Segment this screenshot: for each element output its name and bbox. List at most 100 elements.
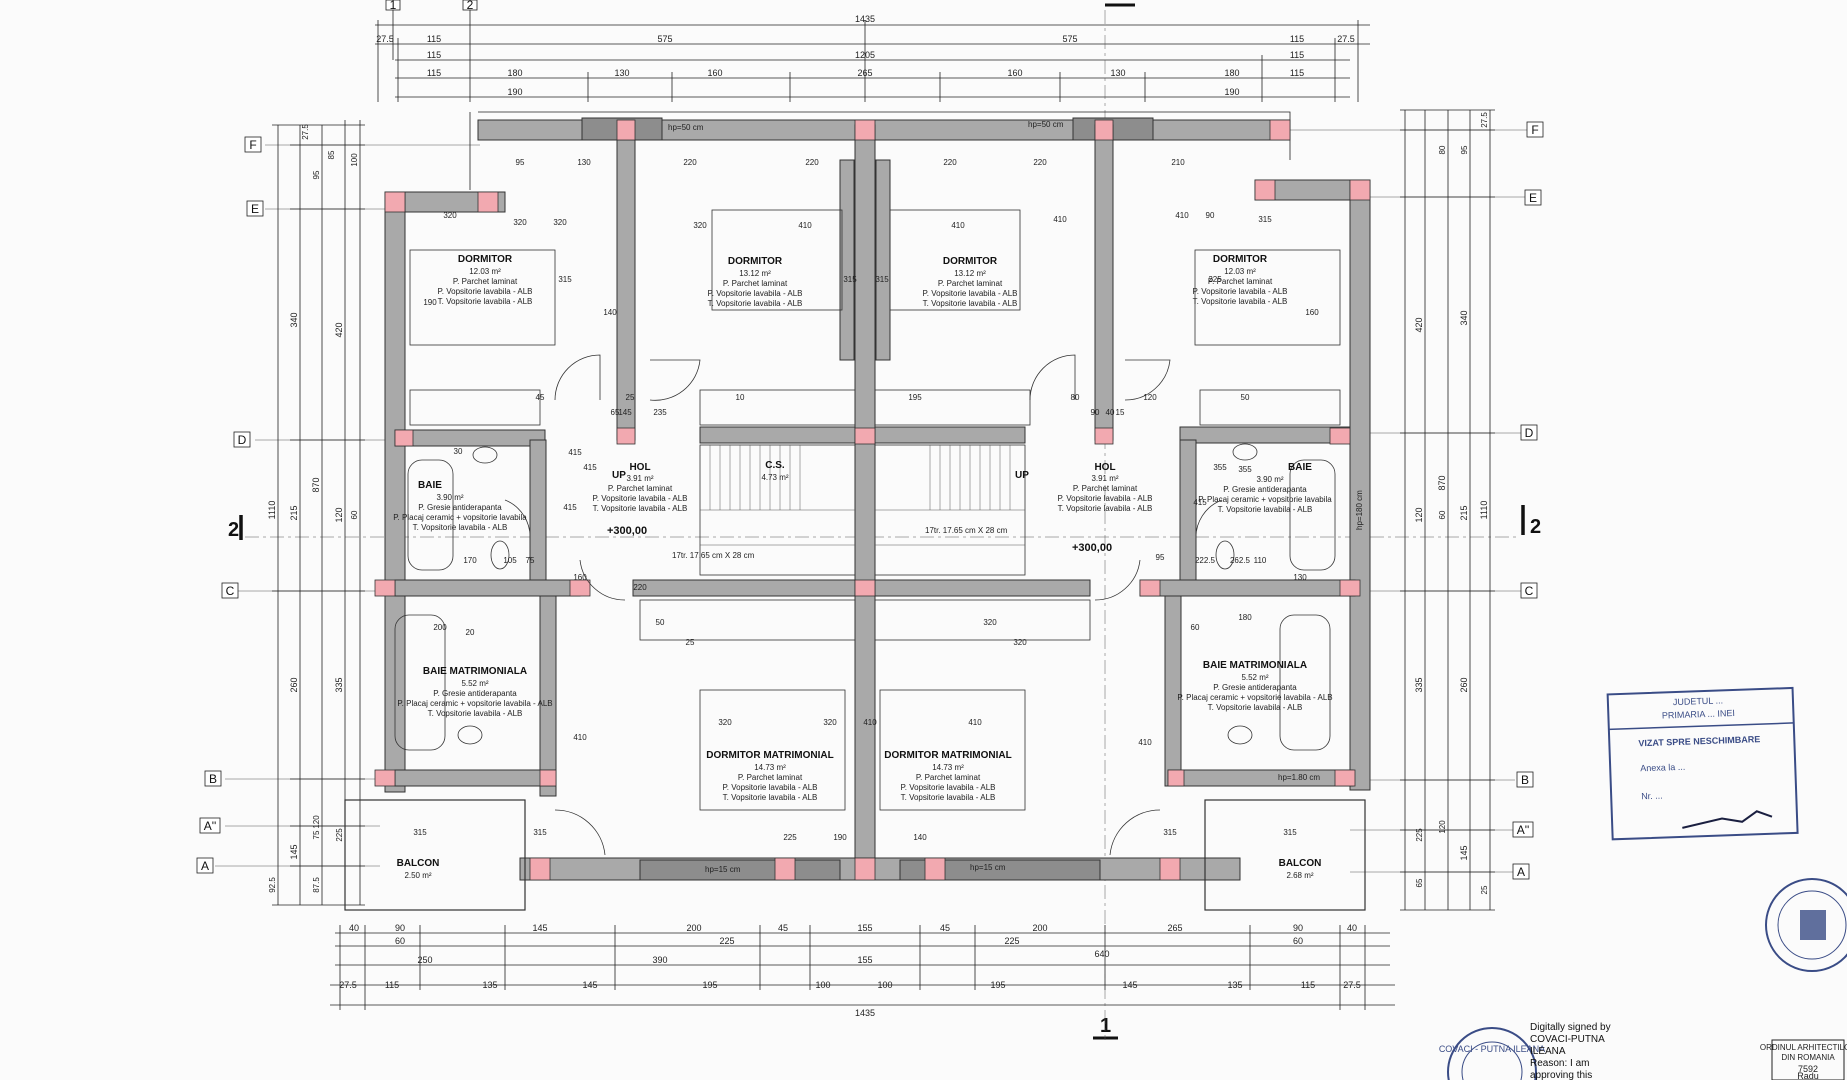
svg-text:T. Vopsitorie lavabila - ALB: T. Vopsitorie lavabila - ALB <box>1218 505 1313 514</box>
section-mark-bottom: 1 <box>1100 1015 1111 1037</box>
interior-dimension-label: 110 <box>1254 556 1267 565</box>
interior-dimension-label: 410 <box>798 221 812 230</box>
svg-text:P. Vopsitorie lavabila - ALB: P. Vopsitorie lavabila - ALB <box>1057 494 1152 503</box>
dim-left-420: 420 <box>334 322 344 337</box>
interior-dimension-label: 320 <box>1013 638 1027 647</box>
room-balcon-right: BALCON 2.68 m² <box>1279 858 1322 880</box>
svg-text:12.03 m²: 12.03 m² <box>469 267 501 276</box>
dim-left-225: 225 <box>335 828 344 842</box>
columns <box>374 119 1371 881</box>
interior-dimension-label: 195 <box>908 393 922 402</box>
dim-right-215: 215 <box>1459 505 1469 520</box>
room-dormitor-matrimonial-right: DORMITOR MATRIMONIAL 14.73 m² P. Parchet… <box>884 750 1011 802</box>
company-round-seal-icon: COVACI - PUTNA ILEANA <box>1439 1027 1545 1080</box>
dim-right-420: 420 <box>1414 317 1424 332</box>
interior-dimension-label: 25 <box>686 638 695 647</box>
dim-bot-r4-9: 145 <box>1122 980 1137 990</box>
interior-dimension-label: 220 <box>633 583 647 592</box>
interior-dimension-label: 315 <box>413 828 427 837</box>
staircase-left <box>699 444 856 576</box>
dim-top-r1-2: 115 <box>427 34 441 44</box>
dim-left-145: 145 <box>289 844 299 859</box>
dim-right-25: 25 <box>1480 885 1489 894</box>
primarie-stamp: JUDETUL ... PRIMARIA ... INEI VIZAT SPRE… <box>1606 686 1799 841</box>
interior-dimension-label: 410 <box>1053 215 1067 224</box>
interior-dimension-label: 30 <box>454 447 463 456</box>
section-mark-right: 2 <box>1530 516 1541 538</box>
interior-dimension-label: 220 <box>1033 158 1047 167</box>
interior-dimension-label: 315 <box>1283 828 1297 837</box>
room-baie-matrimoniala-left: BAIE MATRIMONIALA 5.52 m² P. Gresie anti… <box>397 666 552 718</box>
dim-bot-r1-3: 145 <box>532 923 547 933</box>
room-dormitor-4: DORMITOR 12.03 m² P. Parchet laminat P. … <box>1192 254 1287 306</box>
interior-dimension-label: 65 <box>611 408 620 417</box>
dim-bot-r2-4: 60 <box>1293 936 1303 946</box>
interior-dimension-label: 355 <box>1238 465 1252 474</box>
axis-right-B: B <box>1521 773 1529 787</box>
dim-right-120b: 120 <box>1438 820 1447 834</box>
svg-text:DORMITOR: DORMITOR <box>943 256 998 267</box>
interior-dimension-label: 95 <box>516 158 525 167</box>
dim-right-27.5: 27.5 <box>1480 112 1489 128</box>
interior-dimension-label: 220 <box>683 158 697 167</box>
room-baie-matrimoniala-right: BAIE MATRIMONIALA 5.52 m² P. Gresie anti… <box>1177 660 1332 712</box>
svg-text:T. Vopsitorie lavabila - ALB: T. Vopsitorie lavabila - ALB <box>1058 504 1153 513</box>
interior-dimension-label: 145 <box>618 408 632 417</box>
interior-dimension-label: 130 <box>1293 573 1307 582</box>
interior-dimension-label: 355 <box>1213 463 1227 472</box>
interior-dimension-label: 10 <box>736 393 745 402</box>
axis-left-D: D <box>238 433 247 447</box>
dim-left-120: 120 <box>334 507 344 522</box>
room-dormitor-matrimonial-left: DORMITOR MATRIMONIAL 14.73 m² P. Parchet… <box>706 750 833 802</box>
dim-left-870: 870 <box>311 477 321 492</box>
stair-spec-right: 17tr. 17.65 cm X 28 cm <box>925 526 1008 535</box>
svg-text:BAIE MATRIMONIALA: BAIE MATRIMONIALA <box>423 666 527 677</box>
dim-bot-r1-8: 200 <box>1032 923 1047 933</box>
interior-dimension-label: 60 <box>1191 623 1200 632</box>
window-height-bath-right-2: hp=1.80 cm <box>1278 773 1320 782</box>
interior-dimension-label: 315 <box>1258 215 1272 224</box>
axis-right-F: F <box>1531 123 1538 137</box>
interior-dimension-label: 415 <box>568 448 582 457</box>
dim-top-r3-4: 160 <box>707 68 722 78</box>
svg-text:COVACI-PUTNA: COVACI-PUTNA <box>1530 1034 1605 1045</box>
dim-bot-r4-11: 115 <box>1301 980 1315 990</box>
svg-text:P. Vopsitorie lavabila - ALB: P. Vopsitorie lavabila - ALB <box>437 287 532 296</box>
svg-text:5.52 m²: 5.52 m² <box>1241 673 1268 682</box>
interior-dimension-label: 320 <box>443 211 457 220</box>
interior-dimension-label: 180 <box>1238 613 1252 622</box>
interior-dimension-label: 225 <box>783 833 797 842</box>
svg-text:T. Vopsitorie lavabila - ALB: T. Vopsitorie lavabila - ALB <box>413 523 508 532</box>
svg-text:DIN ROMANIA: DIN ROMANIA <box>1781 1053 1835 1062</box>
dim-bot-r2-2: 225 <box>719 936 734 946</box>
svg-text:VIZAT SPRE NESCHIMBARE: VIZAT SPRE NESCHIMBARE <box>1638 734 1760 748</box>
dim-top-r1-4: 575 <box>1062 34 1077 44</box>
svg-text:P. Vopsitorie lavabila - ALB: P. Vopsitorie lavabila - ALB <box>707 289 802 298</box>
interior-dimension-label: 320 <box>983 618 997 627</box>
svg-text:2.68 m²: 2.68 m² <box>1286 871 1313 880</box>
room-cs: C.S. 4.73 m² <box>761 460 788 482</box>
dim-right-145: 145 <box>1459 845 1469 860</box>
round-seal-icon <box>1765 878 1847 972</box>
interior-dimension-label: 410 <box>1138 738 1152 747</box>
svg-text:T. Vopsitorie lavabila - ALB: T. Vopsitorie lavabila - ALB <box>438 297 533 306</box>
axis-right-A2: A'' <box>1517 823 1530 837</box>
interior-dimension-label: 315 <box>875 275 889 284</box>
svg-text:14.73 m²: 14.73 m² <box>932 763 964 772</box>
dim-top-r1-3: 575 <box>657 34 672 44</box>
dim-bot-r4-5: 195 <box>702 980 717 990</box>
dim-right-225: 225 <box>1415 828 1424 842</box>
interior-dimension-label: 75 <box>526 556 535 565</box>
svg-text:P. Vopsitorie lavabila - ALB: P. Vopsitorie lavabila - ALB <box>900 783 995 792</box>
interior-dimension-label: 315 <box>533 828 547 837</box>
dim-bot-r1-4: 200 <box>686 923 701 933</box>
dim-bot-r4-8: 195 <box>990 980 1005 990</box>
dim-left-340: 340 <box>289 312 299 327</box>
dim-left-100: 100 <box>350 153 359 167</box>
axis-left-A2: A'' <box>204 819 217 833</box>
svg-text:DORMITOR MATRIMONIAL: DORMITOR MATRIMONIAL <box>706 750 833 761</box>
svg-text:Digitally signed by: Digitally signed by <box>1530 1022 1611 1033</box>
dim-bot-r1-7: 45 <box>940 923 950 933</box>
svg-text:approving this: approving this <box>1530 1070 1592 1080</box>
